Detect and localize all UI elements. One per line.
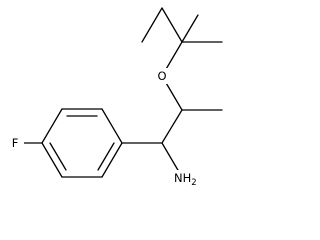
fluorine-atom-label: F xyxy=(12,136,19,150)
ch-to-ch-bond xyxy=(161,109,183,144)
chemical-structure: O F NH2 xyxy=(8,7,223,188)
ring-double-bond xyxy=(49,142,67,171)
amine-atom-label: NH2 xyxy=(174,171,197,188)
fluorine-mask xyxy=(8,135,24,151)
oxygen-mask xyxy=(155,68,169,84)
oxygen-atom-label: O xyxy=(157,69,166,83)
quaternary-to-ethyl-bond xyxy=(161,7,183,43)
ring-bond xyxy=(41,142,63,178)
amine-nh-text: NH xyxy=(174,171,191,185)
ring-double-bond xyxy=(97,142,115,171)
amine-mask xyxy=(172,170,198,186)
ethyl-methyl-bond xyxy=(141,7,163,43)
side-chain xyxy=(23,7,223,178)
ring-bond xyxy=(101,108,123,144)
amine-subscript-text: 2 xyxy=(191,178,196,188)
ring-bond xyxy=(101,142,123,178)
benzene-ring xyxy=(41,108,123,178)
quaternary-methyl-bond xyxy=(181,14,199,43)
ring-bond xyxy=(41,108,63,144)
atom-labels: O F NH2 xyxy=(8,68,198,188)
